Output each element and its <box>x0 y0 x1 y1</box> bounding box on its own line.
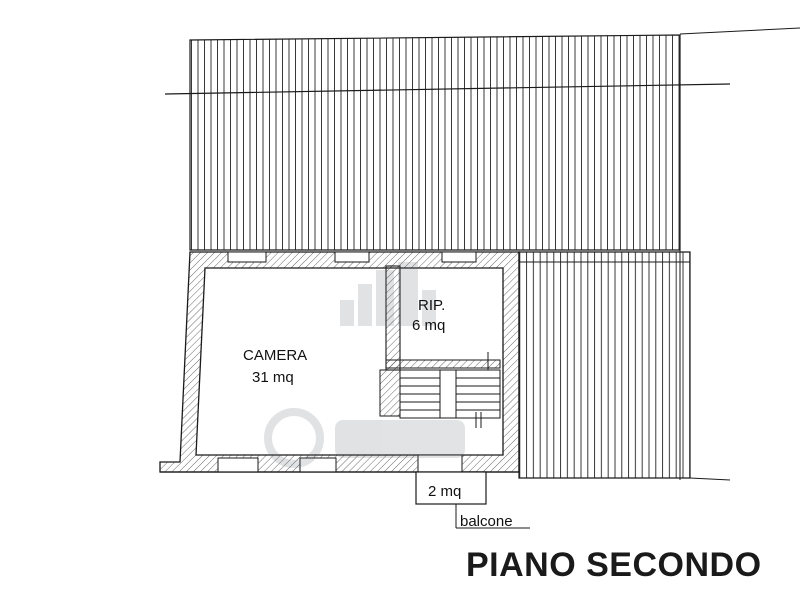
rip-name: RIP. <box>418 297 445 314</box>
stairs <box>399 352 501 428</box>
adjacent-roof <box>518 251 731 481</box>
building-logo-icon <box>340 262 436 326</box>
watermark-circle-icon <box>264 408 465 468</box>
camera-area: 31 mq <box>252 369 294 386</box>
balcony-label: balcone <box>460 513 513 530</box>
camera-name: CAMERA <box>243 347 307 364</box>
balcony <box>415 471 530 529</box>
interior-walls <box>379 265 501 417</box>
floor-title: PIANO SECONDO <box>466 546 762 584</box>
outer-walls <box>159 251 520 473</box>
balcony-area: 2 mq <box>428 483 461 500</box>
rip-area: 6 mq <box>412 317 445 334</box>
